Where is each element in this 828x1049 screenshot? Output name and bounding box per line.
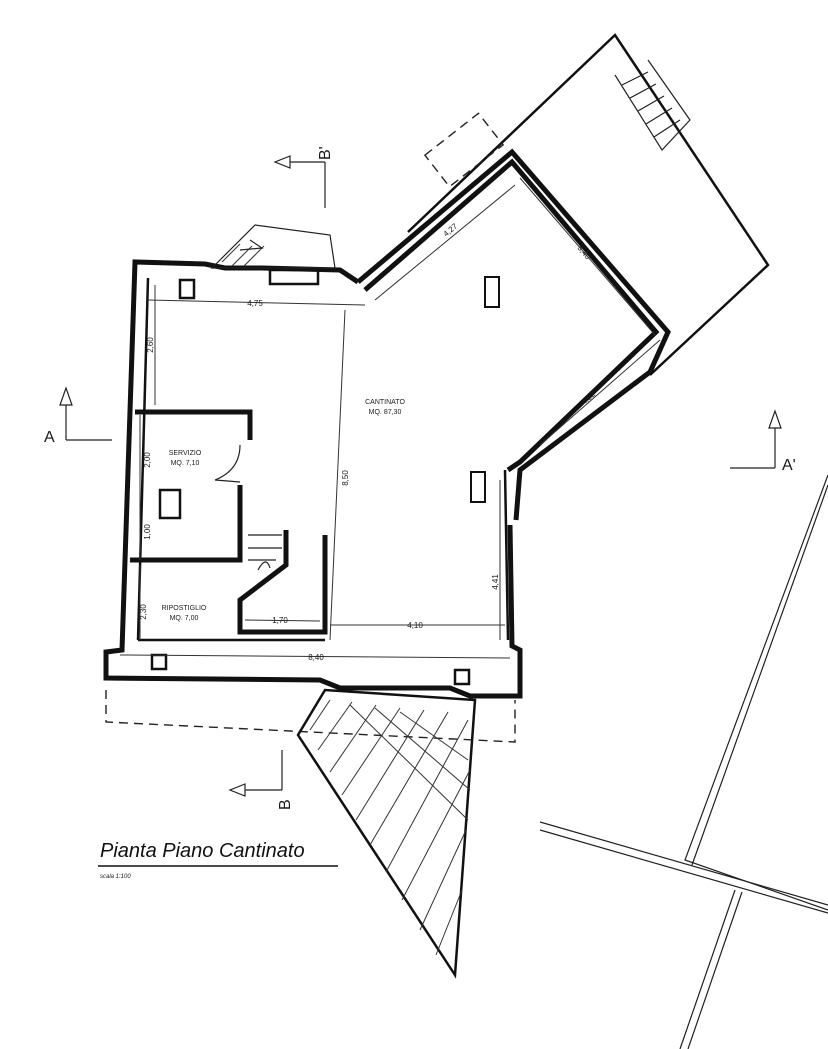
- room-servizio-area: MQ. 7,10: [171, 460, 200, 467]
- dim-left-bottom: 2,30: [139, 604, 148, 620]
- dim-left-top: 2,60: [146, 337, 155, 353]
- section-marker-b-prime: B': [273, 146, 334, 208]
- section-label-a-prime: A': [782, 457, 796, 474]
- hatched-terrace: [296, 688, 477, 979]
- section-marker-a: A: [44, 386, 112, 446]
- pillar-top: [484, 276, 500, 308]
- plan-title: Pianta Piano Cantinato: [100, 840, 305, 862]
- room-cantinato-name: CANTINATO: [365, 399, 405, 406]
- room-cantinato-area: MQ. 87,30: [369, 409, 402, 416]
- room-servizio-name: SERVIZIO: [169, 450, 202, 457]
- section-label-b-prime: B': [317, 146, 334, 160]
- dim-top-left: 4,75: [247, 299, 263, 308]
- section-label-a: A: [44, 429, 55, 446]
- dim-left-low: 1,00: [143, 524, 152, 540]
- dim-bottom-right: 4,10: [407, 621, 423, 630]
- lower-dashed-outline: [105, 690, 516, 743]
- room-ripostiglio-area: MQ. 7,00: [170, 615, 199, 622]
- plan-scale: scala 1:100: [100, 874, 131, 880]
- terrace-outline: [407, 33, 770, 376]
- pillar-bottom: [470, 471, 486, 503]
- dim-bottom-inner: 1,70: [272, 616, 288, 625]
- section-marker-b: B: [228, 750, 294, 810]
- dim-right-vert: 4,41: [491, 574, 500, 590]
- section-marker-a-prime: A': [730, 409, 796, 474]
- dim-left-mid: 2,00: [143, 452, 152, 468]
- dimension-lines: [119, 177, 661, 659]
- room-ripostiglio-name: RIPOSTIGLIO: [162, 605, 207, 612]
- dim-bottom-total: 8,40: [308, 653, 324, 662]
- section-label-b: B: [277, 799, 294, 810]
- dim-center-vertical: 8,50: [341, 470, 350, 486]
- site-boundary-lines: [539, 474, 828, 1049]
- entry-stair: [210, 224, 336, 286]
